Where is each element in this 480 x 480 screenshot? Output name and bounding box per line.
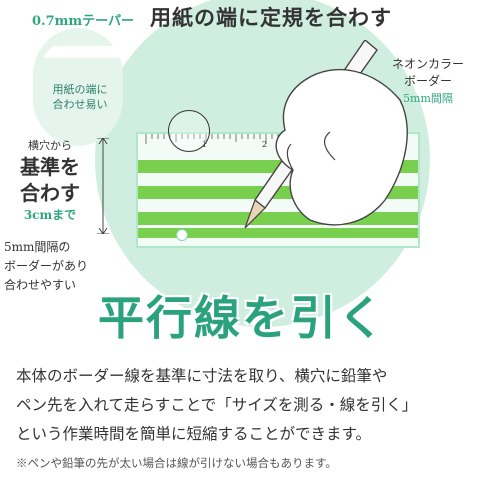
neon-border-label: ネオンカラー ボーダー 5mm間隔 [380, 56, 476, 107]
border-label-line2: ボーダーがあり [4, 259, 89, 273]
description-line2: ペン先を入れて走らすことで「サイズを測る・線を引く」 [16, 396, 418, 414]
taper-label: 用紙の端に 合わせ易い [40, 82, 120, 112]
side-hole-label-line1: 横穴から [28, 139, 72, 152]
neon-label-line2: ボーダー [403, 74, 452, 88]
taper-title: 0.7mmテーパー [32, 14, 134, 29]
border-label-line3: 合わせやすい [4, 278, 77, 292]
taper-label-line2: 合わせ易い [52, 98, 108, 111]
ruler-side-hole [176, 229, 188, 241]
taper-label-line1: 用紙の端に [52, 83, 108, 96]
main-title: 用紙の端に定規を合わす [150, 5, 392, 30]
border-label-line1: 5mm間隔の [4, 240, 71, 254]
feature-heading: 平行線を引く [98, 291, 386, 345]
taper-illustration [33, 28, 123, 146]
description: 本体のボーダー線を基準に寸法を取り、横穴に鉛筆や ペン先を入れて走らすことで「サ… [16, 362, 468, 449]
hand-with-pencil-illustration [244, 40, 408, 229]
magnifier-circle [168, 110, 210, 152]
description-line1: 本体のボーダー線を基準に寸法を取り、横穴に鉛筆や [16, 367, 388, 385]
taper-edge-shape [43, 46, 119, 58]
vertical-measure-bracket [97, 138, 109, 234]
ruler-number-2: 2 [262, 140, 267, 148]
footnote: ※ペンや鉛筆の先が太い場合は線が引けない場合もあります。 [16, 456, 337, 470]
neon-label-line1: ネオンカラー [391, 57, 464, 71]
side-hole-label-line4: 3cmまで [23, 208, 77, 222]
neon-label-line3: 5mm間隔 [403, 92, 453, 105]
side-hole-label-line3: 合わす [20, 181, 80, 205]
neon-stripe [138, 228, 418, 238]
border-interval-label: 5mm間隔の ボーダーがあり 合わせやすい [4, 238, 114, 295]
side-hole-label: 横穴から 基準を 合わす 3cmまで [8, 138, 92, 223]
description-line3: という作業時間を簡単に短縮することができます。 [16, 425, 371, 443]
side-hole-label-line2: 基準を [20, 155, 80, 179]
